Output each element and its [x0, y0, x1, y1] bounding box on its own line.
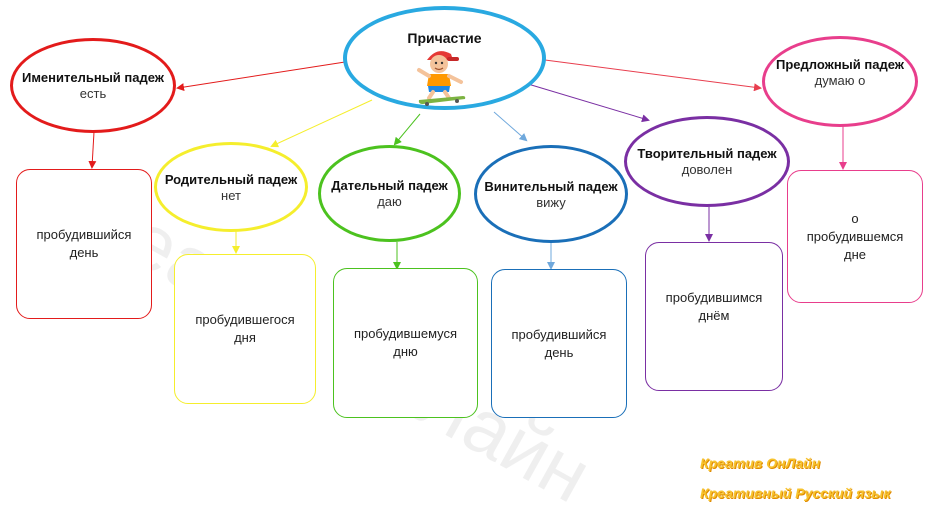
- footer-brand-line2: Креативный Русский язык: [700, 485, 891, 501]
- case-title: Винительный падеж: [484, 178, 618, 194]
- answer-box-dative: пробудившемуся дню: [333, 268, 478, 418]
- case-title: Дательный падеж: [331, 178, 448, 193]
- case-node-dative: Дательный падеж даю: [318, 145, 461, 242]
- case-node-accusative: Винительный падеж вижу: [474, 145, 628, 243]
- edge-center-to-instrumental: [527, 83, 650, 123]
- answer-box-accusative: пробудившийся день: [491, 269, 627, 418]
- answer-box-nominative: пробудившийся день: [16, 169, 152, 319]
- case-question: нет: [221, 187, 241, 203]
- skateboard-kid-icon: [417, 51, 466, 106]
- edge-nominative-to-box: [88, 131, 97, 169]
- edge-center-to-prepositional: [544, 59, 762, 92]
- center-title: Причастие: [407, 30, 482, 46]
- case-question: даю: [377, 194, 402, 209]
- case-title: Именительный падеж: [21, 70, 165, 85]
- case-node-instrumental: Творительный падеж доволен: [624, 116, 790, 207]
- answer-box-genitive: пробудившегося дня: [174, 254, 316, 404]
- case-node-genitive: Родительный падеж нет: [154, 142, 308, 232]
- connector-layer: [88, 59, 847, 270]
- edge-center-to-nominative: [176, 61, 346, 92]
- answer-box-prepositional: о пробудившемся дне: [787, 170, 923, 303]
- case-title: Предложный падеж: [775, 57, 904, 72]
- case-node-prepositional: Предложный падеж думаю о: [762, 36, 918, 127]
- case-title: Родительный падеж: [164, 171, 298, 187]
- case-question: есть: [79, 86, 107, 101]
- case-title: Творительный падеж: [637, 146, 777, 161]
- case-question: думаю о: [814, 73, 866, 88]
- case-question: вижу: [536, 194, 566, 210]
- footer-brand-line1: Креатив ОнЛайн: [700, 455, 821, 471]
- case-node-nominative: Именительный падеж есть: [10, 38, 176, 133]
- answer-box-instrumental: пробудившимся днём: [645, 242, 783, 391]
- case-question: доволен: [681, 162, 733, 177]
- edge-center-to-genitive: [270, 99, 373, 148]
- edge-center-to-accusative: [493, 111, 528, 142]
- edge-center-to-dative: [393, 113, 421, 146]
